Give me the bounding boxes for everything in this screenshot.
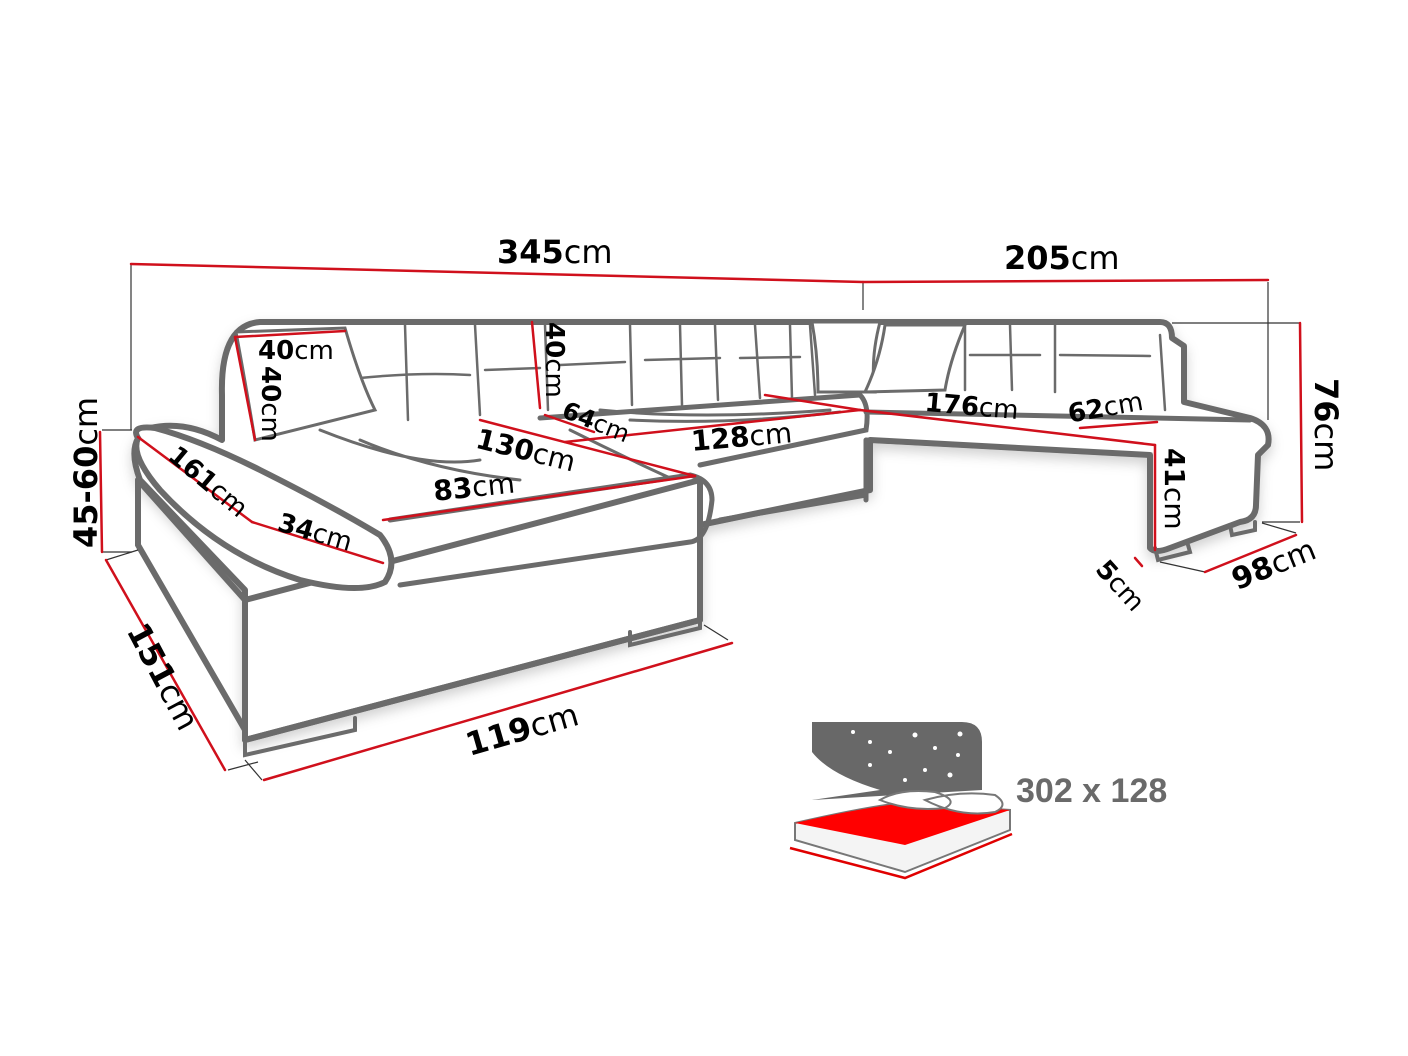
bed-size-caption: 302 x 128 — [1016, 772, 1168, 810]
dim-128: 128cm — [689, 416, 794, 458]
dim-176: 176cm — [923, 388, 1020, 427]
dim-backrest-40: 40cm — [539, 322, 569, 398]
dim-45-60: 45-60cm — [67, 396, 105, 548]
dim-pillow-height-40: 40cm — [255, 366, 285, 442]
dim-205: 205cm — [1004, 239, 1120, 277]
dim-76: 76cm — [1307, 378, 1345, 472]
dim-83: 83cm — [431, 466, 517, 508]
bed-night-sky-icon — [789, 722, 1013, 880]
dimension-lines — [98, 262, 1304, 782]
dim-pillow-width-40: 40cm — [258, 336, 334, 366]
dim-345: 345cm — [497, 233, 613, 271]
dim-41: 41cm — [1158, 448, 1191, 530]
